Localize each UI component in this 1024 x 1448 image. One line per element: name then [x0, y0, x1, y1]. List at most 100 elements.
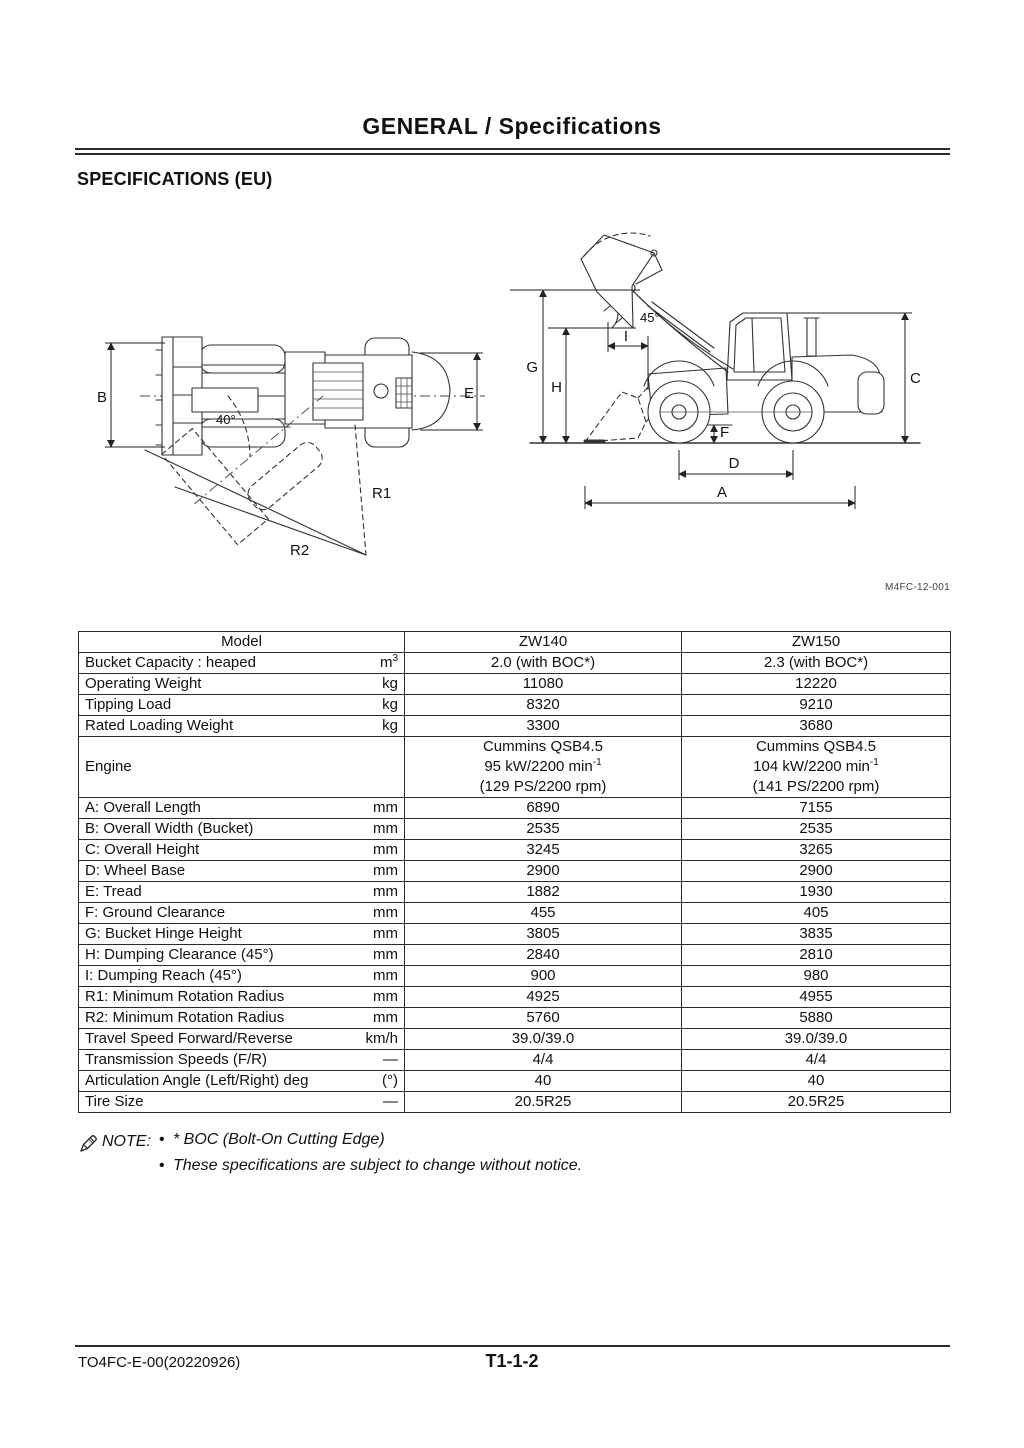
footer-divider [75, 1345, 950, 1347]
fuel-cap-top-view [373, 383, 389, 399]
spec-value-zw140: 3805 [404, 923, 682, 945]
articulated-position-dashed [161, 395, 324, 546]
front-fender [643, 360, 715, 387]
articulation-angle-label: 40° [216, 412, 236, 427]
spec-value-zw150: 5880 [681, 1007, 951, 1029]
spec-label: F: Ground Clearance [85, 904, 226, 921]
dim-i: I [607, 322, 649, 390]
note-item: •* BOC (Bolt-On Cutting Edge) [159, 1131, 798, 1149]
spec-label: A: Overall Length [85, 799, 201, 816]
spec-unit: (°) [382, 1072, 398, 1089]
spec-label: R2: Minimum Rotation Radius [85, 1009, 285, 1026]
spec-label: Engine [85, 758, 132, 775]
dim-a: A [584, 484, 856, 509]
page-number: T1-1-2 [485, 1351, 539, 1371]
spec-label-cell: Tire Size— [78, 1091, 405, 1113]
spec-label-cell: Engine [78, 736, 405, 798]
spec-unit: m3 [379, 653, 398, 672]
spec-label: Articulation Angle (Left/Right) deg [85, 1072, 309, 1089]
spec-label: B: Overall Width (Bucket) [85, 820, 254, 837]
spec-label: Travel Speed Forward/Reverse [85, 1030, 293, 1047]
spec-unit: mm [373, 925, 398, 942]
spec-label-cell: E: Tread mm [78, 881, 405, 903]
dim-c: C [750, 312, 921, 444]
spec-label-cell: Rated Loading Weight kg [78, 715, 405, 737]
wheel-loader-top-view-diagram: 40° B E R1 R2 [97, 336, 485, 559]
dim-d-label: D [729, 455, 740, 472]
spec-value-zw140: 5760 [404, 1007, 682, 1029]
spec-label: Operating Weight [85, 675, 202, 692]
zw140-header-cell: ZW140 [404, 631, 682, 653]
spec-unit: km/h [365, 1030, 398, 1047]
spec-value-zw150: 2900 [681, 860, 951, 882]
spec-unit: mm [373, 862, 398, 879]
spec-value-zw150: 2810 [681, 944, 951, 966]
spec-value-zw140: 455 [404, 902, 682, 924]
dump-angle-label: 45° [640, 310, 660, 325]
spec-label: Transmission Speeds (F/R) [85, 1051, 267, 1068]
spec-value-zw150: 3680 [681, 715, 951, 737]
r2-radius-line-2 [174, 486, 367, 556]
spec-label-cell: B: Overall Width (Bucket) mm [78, 818, 405, 840]
spec-value-zw140: 11080 [404, 673, 682, 695]
note-block: NOTE: •* BOC (Bolt-On Cutting Edge) •Thes… [78, 1131, 798, 1183]
spec-value-zw150: 405 [681, 902, 951, 924]
r2-radius-line [144, 449, 367, 556]
spec-row: Articulation Angle (Left/Right) deg (°) 40… [78, 1070, 951, 1092]
spec-unit: mm [373, 967, 398, 984]
note-item: •These specifications are subject to cha… [159, 1157, 798, 1175]
spec-value-zw140: 4/4 [404, 1049, 682, 1071]
dump-angle-arc [611, 312, 619, 329]
front-left-tire [199, 344, 286, 374]
spec-value-zw140: 4925 [404, 986, 682, 1008]
note-label: NOTE: [102, 1133, 151, 1150]
spec-unit: kg [382, 696, 398, 713]
spec-unit: kg [382, 717, 398, 734]
spec-label: E: Tread [85, 883, 142, 900]
specifications-table: Model ZW140 ZW150 Bucket Capacity : heap… [78, 631, 951, 1113]
dim-i-label: I [624, 328, 628, 345]
dim-b-label: B [97, 389, 107, 406]
rear-counterweight-top-view [411, 351, 451, 431]
spec-label: Rated Loading Weight [85, 717, 234, 734]
spec-unit: — [383, 1093, 398, 1110]
spec-unit: mm [373, 820, 398, 837]
spec-value-zw140: 2535 [404, 818, 682, 840]
spec-label: H: Dumping Clearance (45°) [85, 946, 274, 963]
spec-value-zw140: 3300 [404, 715, 682, 737]
note-text: * BOC (Bolt-On Cutting Edge) [173, 1131, 385, 1148]
dim-g-label: G [526, 359, 538, 376]
dim-g: G [510, 289, 640, 444]
spec-value-zw140: 40 [404, 1070, 682, 1092]
spec-value-zw140: 2900 [404, 860, 682, 882]
spec-value-zw150: 4955 [681, 986, 951, 1008]
spec-label-cell: Travel Speed Forward/Reverse km/h [78, 1028, 405, 1050]
spec-value-zw140: 2.0 (with BOC*) [404, 652, 682, 674]
spec-unit: kg [382, 675, 398, 692]
rear-fender [757, 360, 829, 387]
note-pencil-icon [80, 1135, 97, 1152]
spec-unit: mm [373, 1009, 398, 1026]
spec-label: D: Wheel Base [85, 862, 186, 879]
front-right-tire [199, 418, 286, 448]
spec-unit: mm [373, 883, 398, 900]
figure-code: M4FC-12-001 [885, 582, 950, 593]
spec-value-zw140: 2840 [404, 944, 682, 966]
dim-f-label: F [720, 424, 729, 441]
dim-d: D [678, 450, 794, 480]
